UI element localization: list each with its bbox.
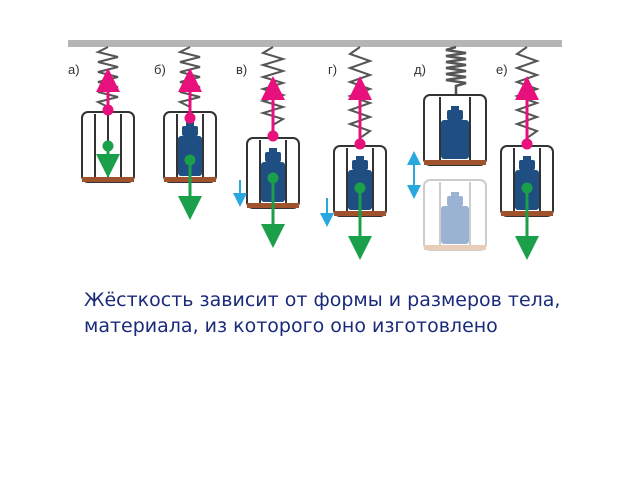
elastic-force-point-e [521,138,533,150]
panel-label-d: д) [414,62,426,77]
elastic-force-point-g [354,138,366,150]
panel-label-e: е) [496,62,508,77]
panel-label-a: а) [68,62,80,77]
gravity-force-arrows [96,140,539,260]
spring-d [445,45,467,95]
cage-floor-d [424,160,486,165]
elastic-force-arrows [96,68,539,150]
elastic-force-point-b [184,112,196,124]
panel-label-v: в) [236,62,247,77]
cage-floor-a [82,177,134,182]
elastic-force-point-v [267,130,279,142]
weight-d-ghost [441,192,469,244]
elastic-force-point-a [102,104,114,116]
caption-text: Жёсткость зависит от формы и размеров те… [84,289,561,337]
weight-d [441,106,469,159]
motion-arrows [233,151,421,227]
cage-floor-d-ghost [424,245,486,250]
springs-diagram: а) б) в) г) д) е) [68,40,562,260]
panel-label-b: б) [154,62,166,77]
ceiling-bar [68,40,562,47]
panel-label-g: г) [328,62,337,77]
